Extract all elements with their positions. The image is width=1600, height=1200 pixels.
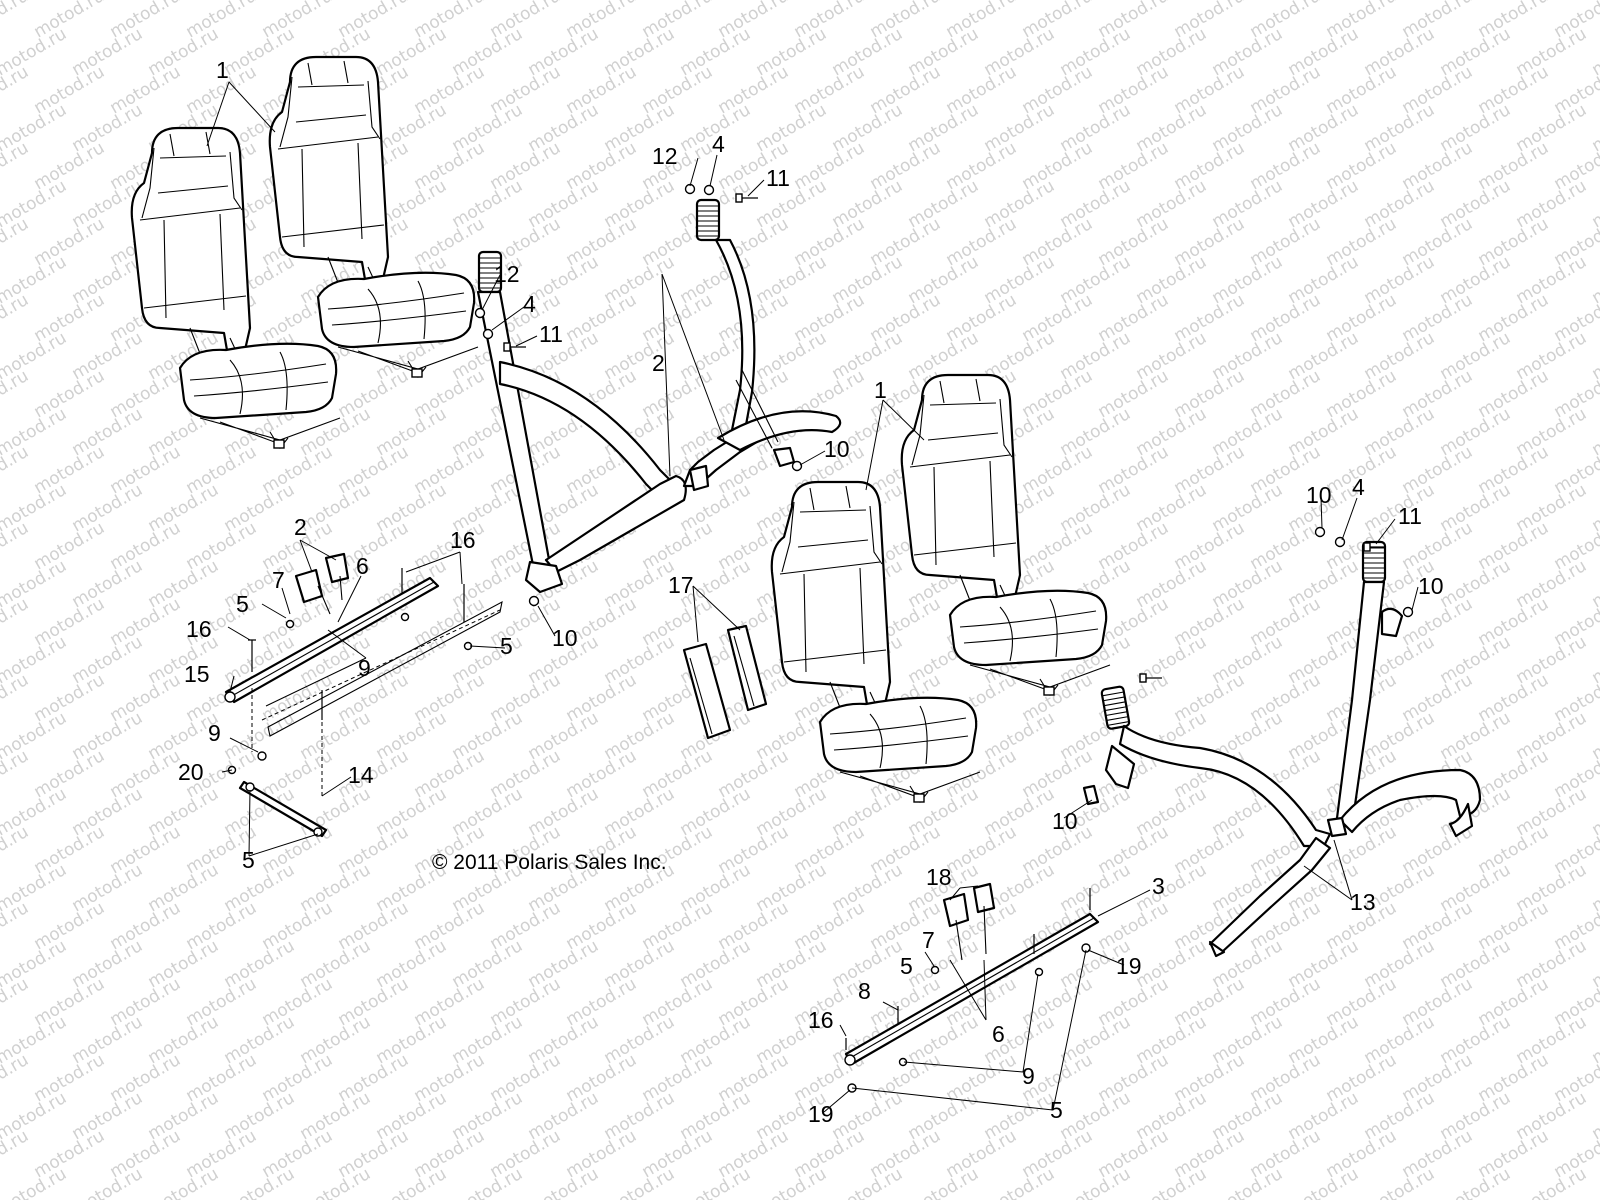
watermark-text: motod.ru	[1057, 1164, 1135, 1200]
watermark-text: motod.ru	[1589, 632, 1600, 688]
watermark-text: motod.ru	[1589, 480, 1600, 536]
seat-upper-left-rear	[268, 55, 480, 379]
callout-label: 10	[1306, 482, 1332, 508]
watermark-text: motod.ru	[221, 1164, 299, 1200]
watermark-text: motod.ru	[1513, 1164, 1591, 1200]
callout-label: 7	[922, 927, 935, 953]
watermark-text: motod.ru	[525, 1164, 603, 1200]
callout-label: 13	[1350, 889, 1376, 915]
callout-label: 9	[1022, 1063, 1035, 1089]
callout-label: 4	[523, 291, 536, 317]
callout-label: 12	[652, 143, 678, 169]
callout-label: 16	[450, 527, 476, 553]
callout-label: 2	[652, 350, 665, 376]
watermark-text: motod.ru	[1589, 1012, 1600, 1068]
watermark-text: motod.ru	[1589, 252, 1600, 308]
watermark-text: motod.ru	[1589, 936, 1600, 992]
callout-label: 5	[242, 847, 255, 873]
watermark-text: motod.ru	[1589, 1088, 1600, 1144]
watermark-text: motod.ru	[1589, 328, 1600, 384]
callout-label: 10	[1052, 808, 1078, 834]
callout-label: 5	[236, 591, 249, 617]
watermark-text: motod.ru	[449, 1164, 527, 1200]
watermark-text: motod.ru	[1589, 1164, 1600, 1200]
watermark-text: motod.ru	[1589, 404, 1600, 460]
watermark-text: motod.ru	[1209, 1164, 1287, 1200]
watermark-text: motod.ru	[1589, 24, 1600, 80]
callout-label: 5	[500, 633, 513, 659]
watermark-text: motod.ru	[753, 1164, 831, 1200]
callout-label: 15	[184, 661, 210, 687]
callout-label: 20	[178, 759, 204, 785]
copyright-text: © 2011 Polaris Sales Inc.	[432, 851, 667, 874]
callout-label: 2	[294, 514, 307, 540]
watermark-text: motod.ru	[677, 1164, 755, 1200]
callout-label: 16	[808, 1007, 834, 1033]
callout-label: 5	[1050, 1097, 1063, 1123]
callout-label: 4	[712, 131, 725, 157]
callout-label: 11	[1398, 503, 1422, 529]
callout-label: 11	[766, 165, 790, 191]
callout-label: 19	[808, 1101, 834, 1127]
callout-label: 6	[356, 553, 369, 579]
callout-label: 10	[552, 625, 578, 651]
watermark-text: motod.ru	[1361, 1164, 1439, 1200]
watermark-text: motod.ru	[373, 1164, 451, 1200]
callout-label: 17	[668, 572, 694, 598]
callout-label: 11	[539, 321, 563, 347]
watermark-text: motod.ru	[1589, 708, 1600, 764]
callout-label: 5	[900, 953, 913, 979]
callout-label: 12	[494, 261, 520, 287]
watermark-text: motod.ru	[829, 1164, 907, 1200]
callout-label: 4	[1352, 474, 1365, 500]
watermark-text: motod.ru	[0, 0, 32, 42]
callout-label: 14	[348, 762, 374, 788]
watermark-text: motod.ru	[1285, 1164, 1363, 1200]
watermark-text: motod.ru	[1589, 100, 1600, 156]
watermark-text: motod.ru	[1589, 784, 1600, 840]
callout-label: 16	[186, 616, 212, 642]
callout-label: 3	[1152, 873, 1165, 899]
callout-label: 1	[216, 57, 229, 83]
watermark-text: motod.ru	[1437, 1164, 1515, 1200]
callout-label: 19	[1116, 953, 1142, 979]
callout-label: 1	[874, 377, 887, 403]
callout-label: 10	[1418, 573, 1444, 599]
watermark-text: motod.ru	[601, 1164, 679, 1200]
watermark-text: motod.ru	[69, 1164, 147, 1200]
callout-label: 6	[992, 1021, 1005, 1047]
watermark-text: motod.ru	[1589, 860, 1600, 916]
watermark-text: motod.ru	[297, 1164, 375, 1200]
callout-label: 9	[358, 655, 371, 681]
watermark-text: motod.ru	[1589, 556, 1600, 612]
watermark-text: motod.ru	[1133, 1164, 1211, 1200]
watermark-text: motod.ru	[1589, 176, 1600, 232]
watermark-text: motod.ru	[981, 1164, 1059, 1200]
watermark-text: motod.ru	[905, 1164, 983, 1200]
watermark-text: motod.ru	[145, 1164, 223, 1200]
callout-label: 9	[208, 720, 221, 746]
callout-label: 7	[272, 567, 285, 593]
callout-label: 10	[824, 436, 850, 462]
callout-label: 8	[858, 978, 871, 1004]
callout-label: 18	[926, 864, 952, 890]
